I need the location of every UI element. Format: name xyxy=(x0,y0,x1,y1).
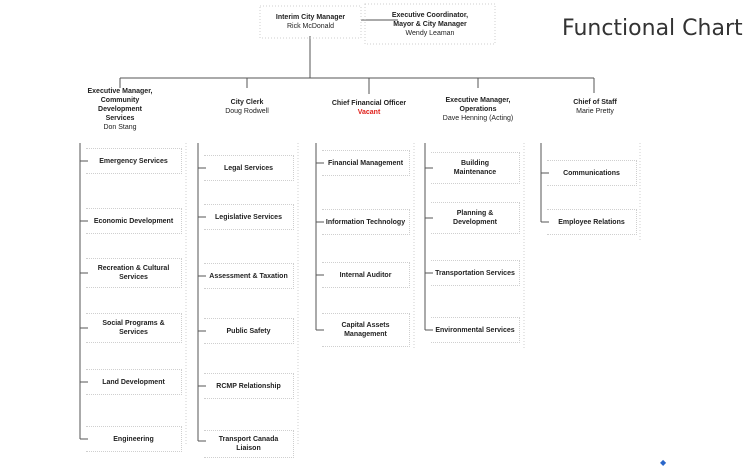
coordinator-role-line2: Mayor & City Manager xyxy=(393,20,467,28)
service-label: RCMP Relationship xyxy=(216,382,281,390)
department-header-cfo: Chief Financial Officer Vacant xyxy=(320,96,418,120)
service-node: Environmental Services xyxy=(431,317,520,343)
dept-role-line2: Operations xyxy=(459,105,497,113)
service-node: Emergency Services xyxy=(86,148,182,174)
service-node: Economic Development xyxy=(86,208,182,234)
executive-coordinator-box: Executive Coordinator, Mayor & City Mana… xyxy=(367,6,493,42)
service-label: Communications xyxy=(563,169,620,177)
service-label: Employee Relations xyxy=(558,218,625,226)
dept-role-line1: City Clerk xyxy=(230,99,264,106)
service-label: Information Technology xyxy=(325,218,406,226)
manager-role: Interim City Manager xyxy=(275,14,346,21)
service-label: Economic Development xyxy=(93,217,174,225)
chart-title: Functional Chart xyxy=(562,16,743,41)
service-label: Recreation & Cultural xyxy=(97,265,170,272)
service-node: Employee Relations xyxy=(547,209,637,235)
service-label: Management xyxy=(344,331,387,338)
dept-role-line1: Chief Financial Officer xyxy=(331,100,407,107)
service-label: Engineering xyxy=(113,435,154,443)
service-label: Public Safety xyxy=(226,327,271,335)
service-label: Liaison xyxy=(236,445,261,452)
dept-role-line1: Chief of Staff xyxy=(573,99,617,106)
dept-role-line1: Executive Manager, xyxy=(445,96,511,104)
dept-name: Dave Henning (Acting) xyxy=(442,114,514,122)
service-label: Planning & xyxy=(456,210,494,217)
department-header-chief-of-staff: Chief of Staff Marie Pretty xyxy=(553,96,637,118)
service-node: Internal Auditor xyxy=(322,262,410,288)
service-label: Transport Canada xyxy=(218,436,279,443)
department-header-city-clerk: City Clerk Doug Rodwell xyxy=(205,96,289,118)
dept-role-line2: Community Development xyxy=(98,96,142,113)
service-node: Engineering xyxy=(86,426,182,452)
dept-name: Marie Pretty xyxy=(576,108,614,115)
service-label: Services xyxy=(119,274,148,281)
service-node: RCMP Relationship xyxy=(204,373,294,399)
service-node: Financial Management xyxy=(322,150,410,176)
service-node: Legal Services xyxy=(204,155,294,181)
service-label: Transportation Services xyxy=(435,269,515,277)
service-label: Development xyxy=(453,219,497,226)
dept-name-vacant: Vacant xyxy=(357,109,381,116)
service-node: Assessment & Taxation xyxy=(204,263,294,289)
service-node: Legislative Services xyxy=(204,204,294,230)
department-header-operations: Executive Manager, Operations Dave Henni… xyxy=(432,92,524,126)
service-label: Legislative Services xyxy=(215,213,282,221)
coordinator-role-line1: Executive Coordinator, xyxy=(391,11,469,19)
service-label: Environmental Services xyxy=(435,326,515,334)
service-node: Communications xyxy=(547,160,637,186)
service-label: Services xyxy=(119,329,148,336)
manager-name: Rick McDonald xyxy=(286,23,335,30)
dept-role-line1: Executive Manager, xyxy=(87,87,153,95)
coordinator-name: Wendy Leaman xyxy=(405,29,455,37)
service-label: Building xyxy=(461,160,489,167)
service-label: Legal Services xyxy=(223,164,274,172)
service-node: Information Technology xyxy=(322,209,410,235)
service-label: Maintenance xyxy=(453,169,497,176)
service-label: Financial Management xyxy=(327,159,404,167)
service-node: Public Safety xyxy=(204,318,294,344)
service-label: Internal Auditor xyxy=(339,271,392,279)
service-node: Transportation Services xyxy=(431,260,520,286)
diamond-icon: ◆ xyxy=(660,458,667,467)
department-header-community-development: Executive Manager, Community Development… xyxy=(78,87,162,131)
service-label: Assessment & Taxation xyxy=(209,272,288,280)
interim-city-manager-box: Interim City Manager Rick McDonald xyxy=(262,8,359,36)
service-node: Land Development xyxy=(86,369,182,395)
service-label: Capital Assets xyxy=(341,322,390,329)
service-label: Land Development xyxy=(102,378,165,386)
dept-name: Doug Rodwell xyxy=(225,108,269,115)
dept-name: Don Stang xyxy=(103,123,137,131)
dept-role-line3: Services xyxy=(105,114,135,122)
service-label: Social Programs & xyxy=(102,320,165,327)
service-node: Planning & Development xyxy=(431,202,520,234)
service-label: Emergency Services xyxy=(99,157,168,165)
service-node: Social Programs & Services xyxy=(86,313,182,343)
